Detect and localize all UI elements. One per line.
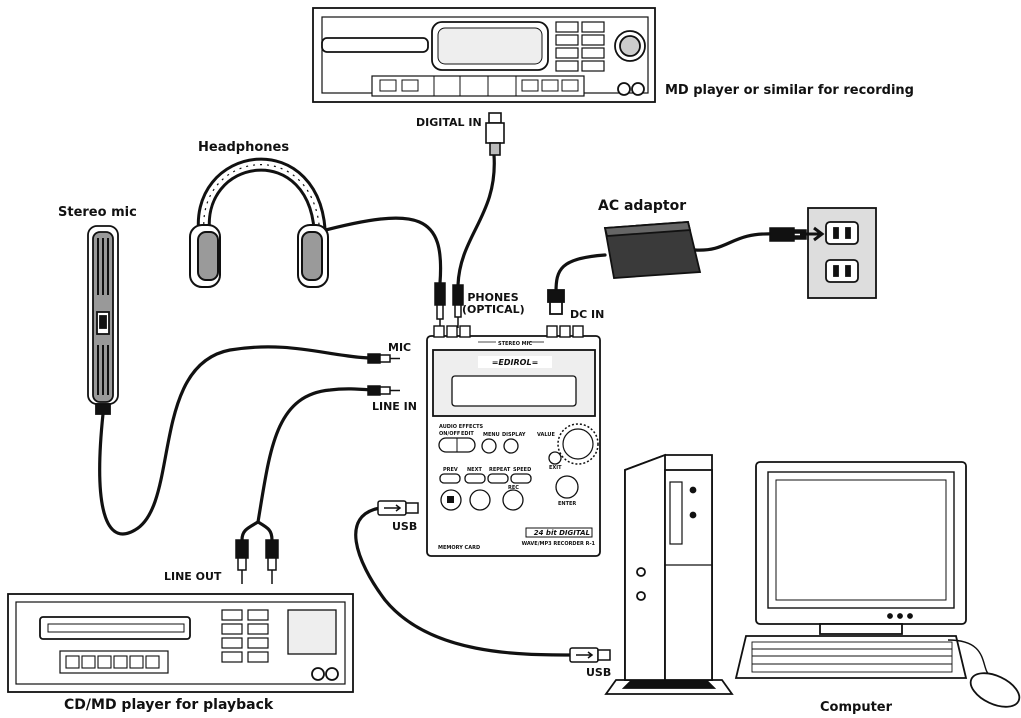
line-out-label: LINE OUT bbox=[164, 570, 222, 583]
memory-card-label: MEMORY CARD bbox=[438, 545, 480, 551]
computer-label: Computer bbox=[820, 700, 893, 715]
dc-in-label: DC IN bbox=[570, 308, 605, 321]
usb-computer-label: USB bbox=[586, 666, 612, 679]
headphone-cable bbox=[316, 216, 443, 285]
cables bbox=[98, 153, 777, 657]
computer-monitor bbox=[734, 461, 1021, 708]
ac-adaptor bbox=[547, 221, 702, 315]
usb-recorder-label: USB bbox=[392, 520, 418, 533]
value-label: VALUE bbox=[537, 432, 555, 438]
enter-label: ENTER bbox=[558, 501, 576, 507]
plug-arrow bbox=[800, 226, 825, 242]
optical-cable bbox=[456, 153, 496, 287]
dc-cable bbox=[554, 253, 607, 294]
optical-plug bbox=[485, 112, 505, 156]
menu-label: MENU bbox=[483, 432, 500, 438]
rec-label: REC bbox=[508, 485, 519, 491]
stereo-mic bbox=[87, 225, 119, 415]
audio-effects-label: AUDIO EFFECTS bbox=[439, 424, 484, 430]
optical-text: (OPTICAL) bbox=[462, 303, 525, 316]
repeat-label: REPEAT bbox=[489, 467, 511, 473]
cd-md-player-label: CD/MD player for playback bbox=[64, 697, 274, 713]
ac-adaptor-label: AC adaptor bbox=[598, 198, 687, 214]
computer-tower bbox=[604, 453, 734, 695]
mic-plug bbox=[367, 353, 400, 364]
mic-label: MIC bbox=[388, 341, 412, 354]
headphones bbox=[189, 157, 329, 288]
usb-plug-computer bbox=[569, 647, 611, 663]
edirol-recorder bbox=[426, 325, 601, 557]
phones-label: PHONES (OPTICAL) bbox=[462, 291, 525, 316]
prev-label: PREV bbox=[443, 467, 458, 473]
speed-label: SPEED bbox=[513, 467, 531, 473]
line-out-split bbox=[240, 520, 274, 542]
stereo-mic-mark: STEREO MIC bbox=[498, 341, 533, 347]
recorder-labels: STEREO MIC =EDIROL= AUDIO EFFECTS ON/OFF… bbox=[438, 341, 596, 551]
usb-cable bbox=[354, 506, 574, 657]
model-label: WAVE/MP3 RECORDER R-1 bbox=[522, 541, 596, 547]
cd-md-player bbox=[7, 593, 354, 693]
line-cable bbox=[256, 387, 374, 524]
ac-plug bbox=[769, 227, 807, 242]
rca-plugs bbox=[235, 539, 279, 584]
md-recorder-label: MD player or similar for recording bbox=[665, 83, 914, 98]
on-off-label: ON/OFF bbox=[439, 431, 460, 437]
edit-label: EDIT bbox=[461, 431, 474, 437]
mic-cable bbox=[98, 345, 374, 536]
optical-plug-recorder bbox=[452, 284, 464, 328]
md-recorder bbox=[312, 7, 656, 103]
wall-outlet bbox=[807, 207, 877, 299]
headphones-label: Headphones bbox=[198, 140, 290, 155]
next-label: NEXT bbox=[467, 467, 482, 473]
ac-cable bbox=[693, 232, 777, 252]
phones-plug bbox=[434, 282, 446, 328]
bit-digital-label: 24 bit DIGITAL bbox=[534, 529, 590, 537]
digital-in-label: DIGITAL IN bbox=[416, 116, 482, 129]
usb-plug-recorder bbox=[377, 500, 419, 516]
recorder-brand: =EDIROL= bbox=[492, 358, 539, 367]
line-in-label: LINE IN bbox=[372, 400, 417, 413]
phones-text: PHONES bbox=[467, 291, 519, 304]
line-in-plug bbox=[367, 385, 400, 396]
exit-label: EXIT bbox=[549, 465, 562, 471]
display-label: DISPLAY bbox=[502, 432, 526, 438]
stereo-mic-label: Stereo mic bbox=[58, 205, 137, 220]
